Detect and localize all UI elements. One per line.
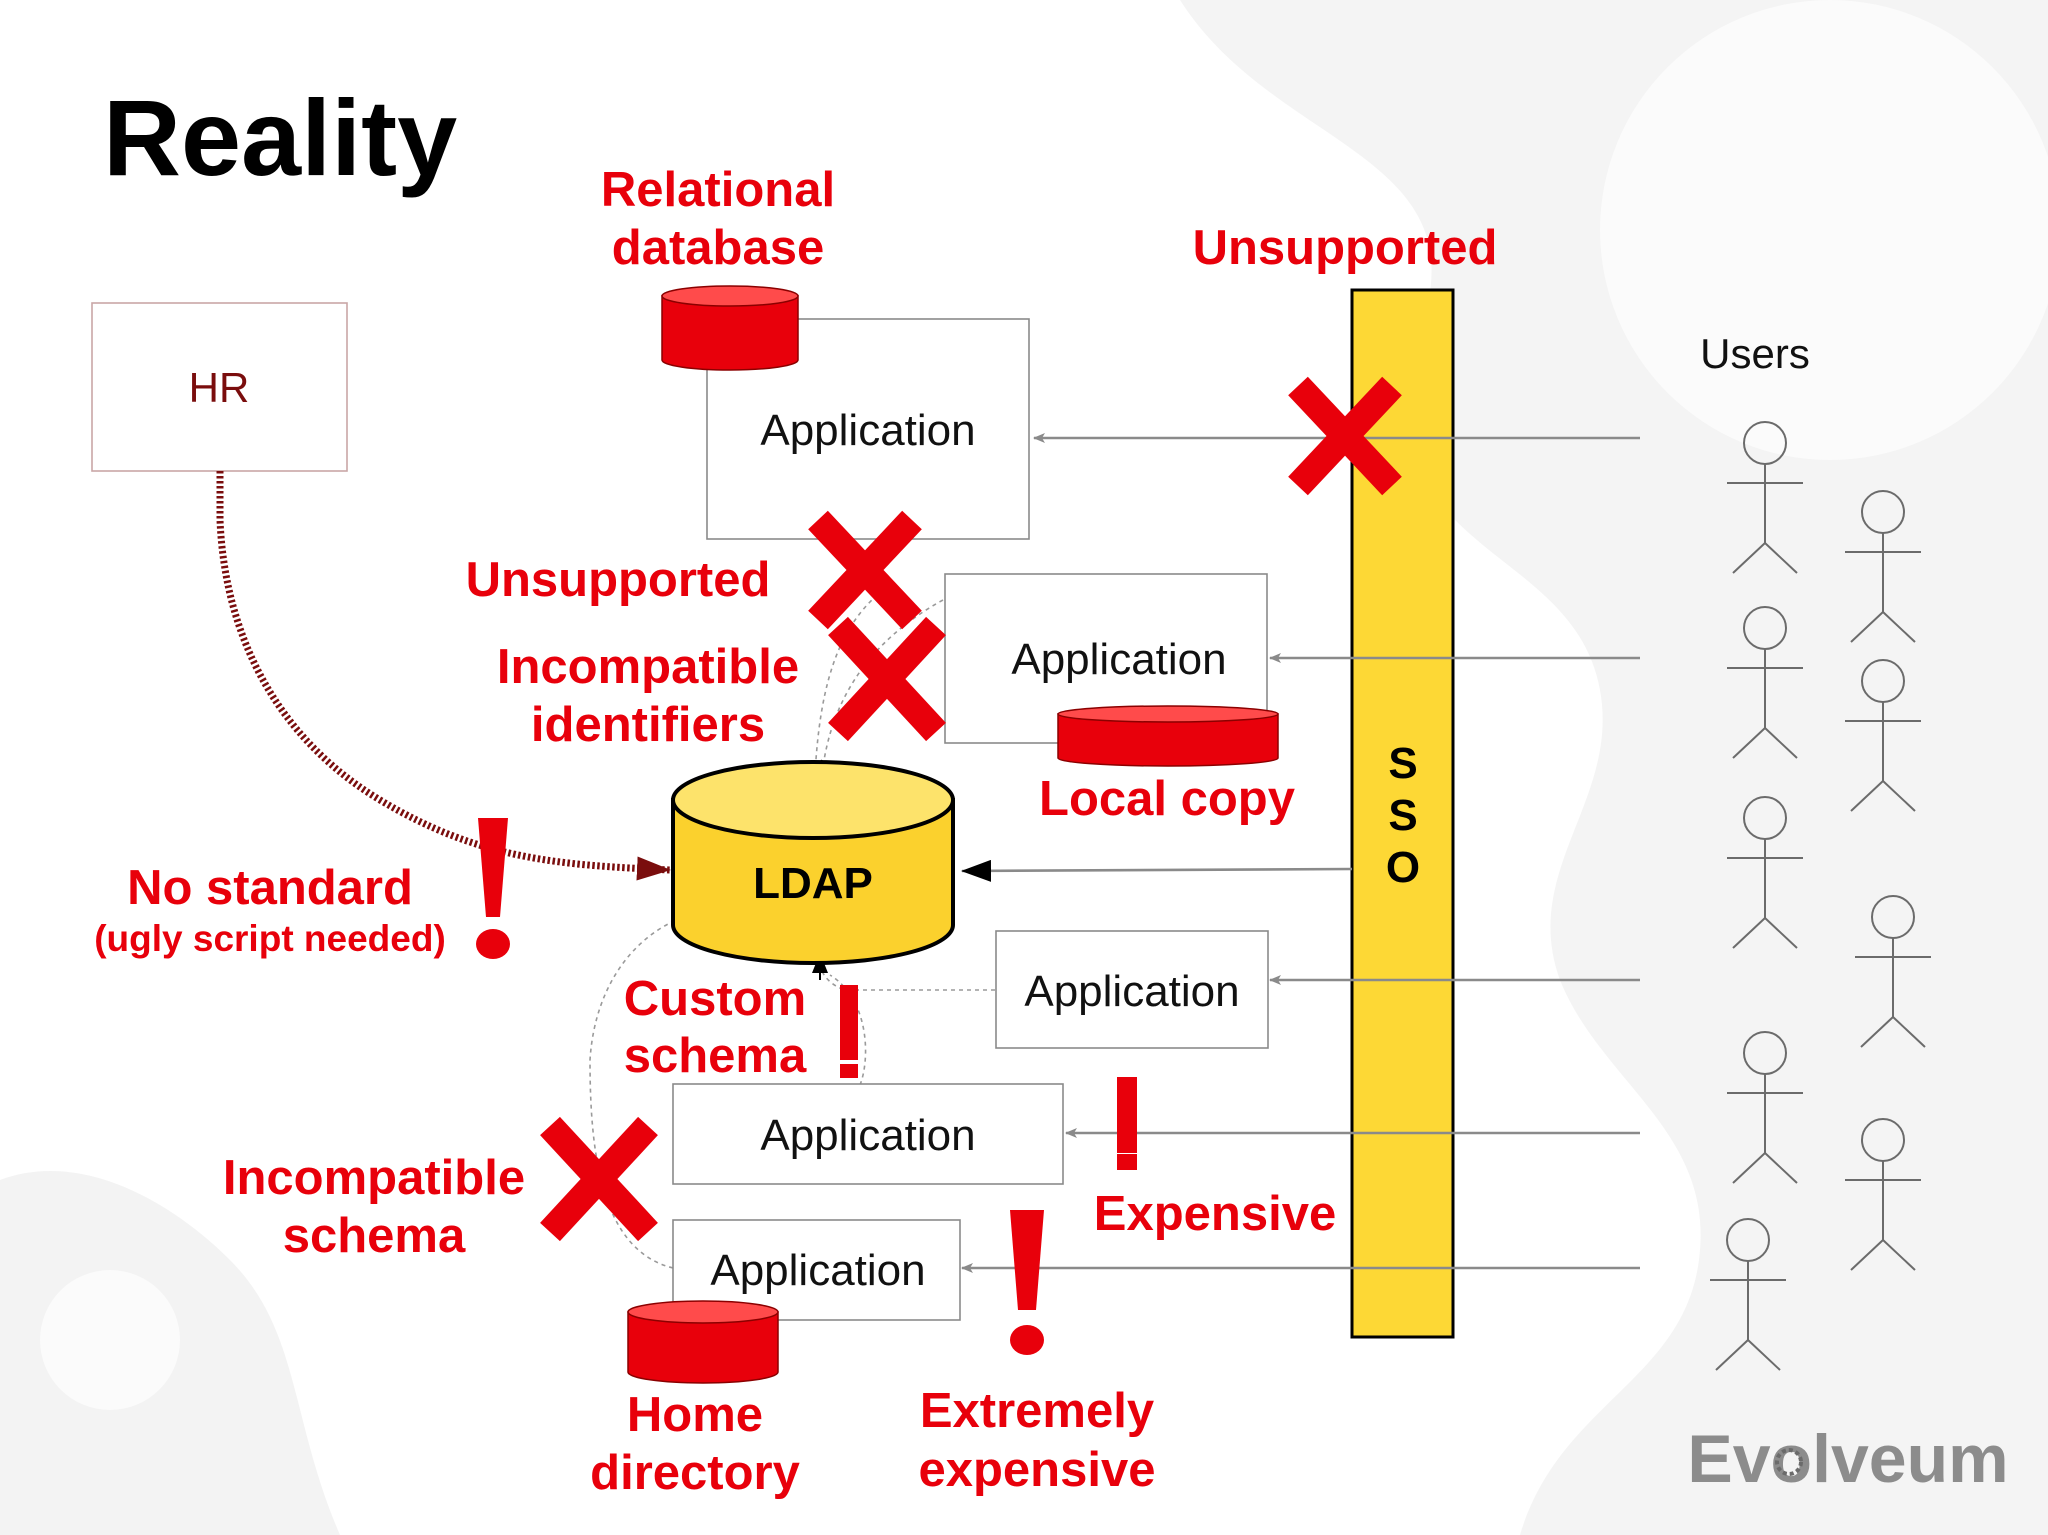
application-label-2: Application	[1011, 635, 1226, 684]
annotation-relational-database-line1: Relational	[601, 163, 835, 217]
cross-incompatible-schema-icon	[540, 1116, 658, 1242]
annotation-incompatible-identifiers-line2: identifiers	[531, 698, 765, 752]
application-box-3	[995, 930, 1269, 1049]
local-copy-database-icon	[1057, 705, 1279, 767]
ldap-database-icon	[671, 760, 955, 965]
exclamation-no-standard-icon	[476, 818, 510, 959]
annotation-unsupported-sso: Unsupported	[1193, 221, 1498, 275]
sso-letter-2: S	[1388, 791, 1417, 840]
user-figure-icon	[1845, 1118, 1921, 1271]
annotation-incompatible-schema-line1: Incompatible	[223, 1151, 525, 1205]
cross-unsupported-ldap-icon	[808, 510, 922, 630]
annotation-relational-database-line2: database	[612, 221, 824, 275]
annotation-home-directory-line2: directory	[590, 1446, 800, 1500]
user-figure-icon	[1710, 1218, 1786, 1371]
evolveum-logo: Evolveum	[1687, 1421, 2008, 1497]
annotation-custom-schema-line2: schema	[624, 1029, 807, 1083]
user-figure-icon	[1727, 796, 1803, 949]
user-figure-icon	[1845, 659, 1921, 812]
annotation-home-directory-line1: Home	[627, 1388, 763, 1442]
annotation-ugly-script: (ugly script needed)	[94, 918, 446, 959]
annotation-unsupported-ldap: Unsupported	[466, 553, 771, 607]
users-label: Users	[1700, 330, 1810, 377]
annotation-no-standard: No standard	[127, 861, 413, 915]
user-figure-icon	[1855, 895, 1931, 1048]
annotation-extremely-expensive-line2: expensive	[919, 1443, 1156, 1497]
ldap-label: LDAP	[753, 859, 873, 908]
annotation-extremely-expensive-line1: Extremely	[920, 1384, 1154, 1438]
user-figure-icon	[1727, 1031, 1803, 1184]
home-directory-database-icon	[627, 1300, 779, 1384]
user-figure-icon	[1727, 421, 1803, 574]
annotation-local-copy: Local copy	[1039, 772, 1295, 826]
user-figure-icon	[1727, 606, 1803, 759]
exclamation-expensive-icon	[1117, 1077, 1137, 1170]
evolveum-logo-gear-icon	[1775, 1448, 1803, 1476]
slide-title: Reality	[103, 77, 457, 198]
sso-letter-3: O	[1386, 843, 1420, 892]
user-figure-icon	[1845, 490, 1921, 643]
annotation-incompatible-schema-line2: schema	[283, 1209, 466, 1263]
hr-to-ldap-link	[216, 471, 671, 881]
sso-letter-1: S	[1388, 739, 1417, 788]
application-label-1: Application	[760, 406, 975, 455]
annotation-expensive: Expensive	[1094, 1187, 1336, 1241]
application-label-4: Application	[760, 1111, 975, 1160]
hr-box	[91, 302, 348, 472]
hr-label: HR	[189, 364, 250, 411]
exclamation-custom-schema-icon	[840, 985, 858, 1078]
exclamation-extremely-expensive-icon	[1010, 1210, 1044, 1355]
relational-database-icon	[661, 285, 799, 371]
cross-incompatible-identifiers-icon	[828, 616, 946, 742]
annotation-incompatible-identifiers-line1: Incompatible	[497, 640, 799, 694]
application-box-4	[672, 1083, 1064, 1185]
application-label-3: Application	[1024, 967, 1239, 1016]
user-figures	[1710, 421, 1931, 1371]
annotation-custom-schema-line1: Custom	[624, 972, 806, 1026]
cross-unsupported-sso-icon	[1288, 376, 1402, 496]
application-label-5: Application	[710, 1246, 925, 1295]
